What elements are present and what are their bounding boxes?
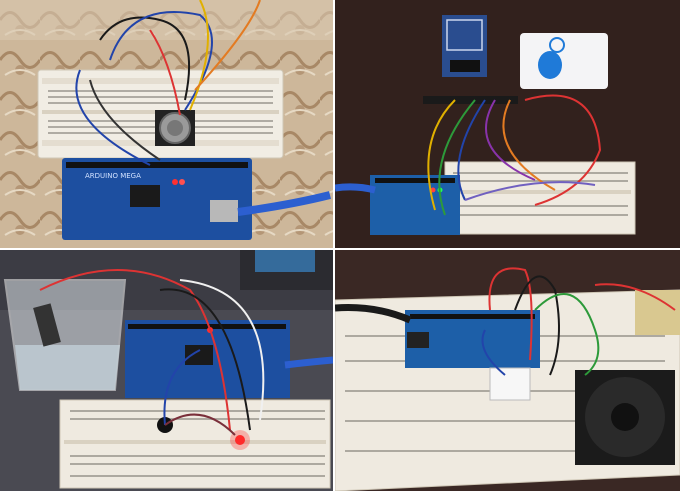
gas-sensor-module <box>155 110 195 146</box>
dht-sensor <box>489 367 531 401</box>
usb-cable <box>237 191 331 216</box>
arduino-uno-board <box>370 175 460 235</box>
photo-rfid-setup <box>335 0 680 248</box>
header-connector <box>423 96 518 104</box>
gas-sensor-scene: ARDUINO MEGA <box>0 0 333 248</box>
red-led <box>235 435 245 445</box>
board-label: ARDUINO MEGA <box>85 172 141 180</box>
arduino-mega-board: ARDUINO MEGA <box>62 158 252 240</box>
photo-water-sensor-setup <box>0 250 333 491</box>
photo-dht-fan-setup <box>335 250 680 491</box>
usb-cable <box>335 183 376 194</box>
jumper-wires <box>75 0 261 166</box>
jumper-wires <box>39 269 265 436</box>
rfid-reader-module <box>442 15 487 77</box>
battery <box>635 290 680 335</box>
breadboard <box>444 161 636 235</box>
photo-gas-sensor-setup: ARDUINO MEGA <box>0 0 333 248</box>
breadboard <box>59 399 331 489</box>
cooling-fan <box>575 370 675 465</box>
dht-fan-scene <box>335 250 680 491</box>
jumper-wires <box>481 267 676 376</box>
rfid-scene <box>335 0 680 248</box>
water-cup <box>3 279 127 391</box>
usb-cable <box>335 304 412 324</box>
rfid-card <box>520 33 608 89</box>
water-sensor-scene <box>0 250 333 491</box>
laptop-screen <box>255 250 315 272</box>
jumper-wires <box>427 94 602 216</box>
arduino-mega-board <box>125 320 290 398</box>
usb-cable <box>284 356 333 369</box>
arduino-uno-board <box>405 310 540 368</box>
